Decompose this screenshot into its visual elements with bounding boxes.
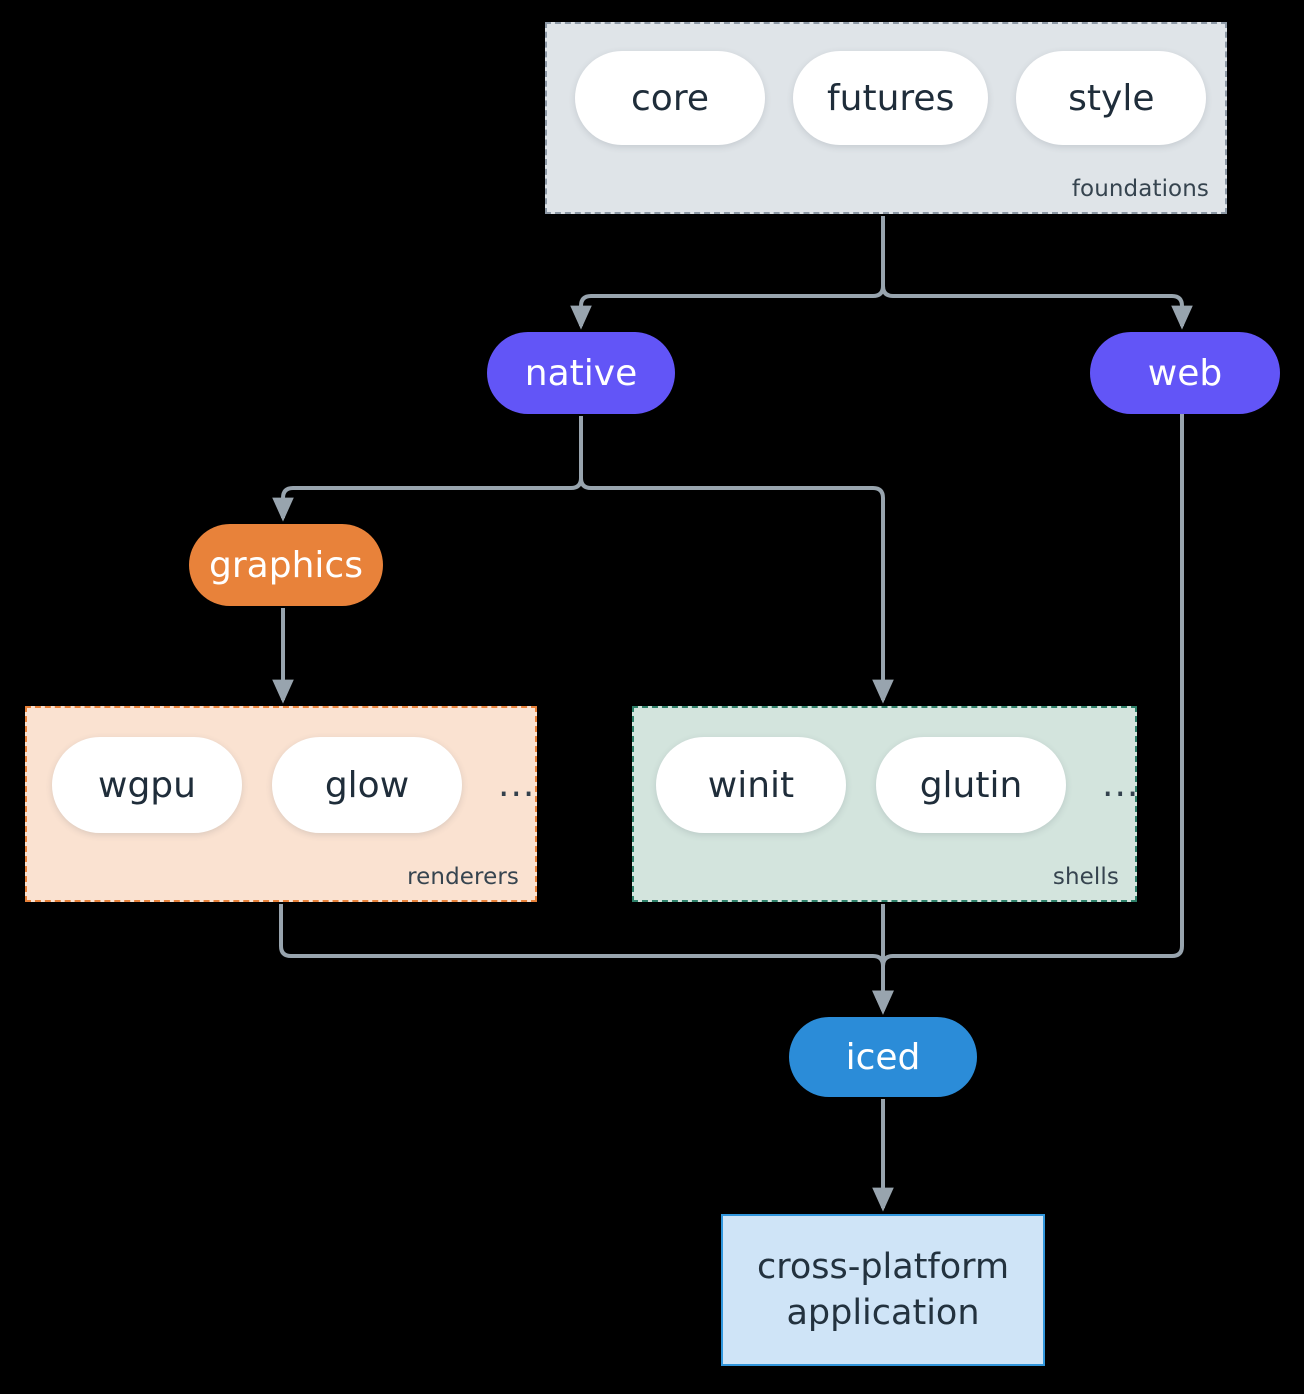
chip-label: wgpu: [98, 764, 196, 806]
group-renderers: wgpu glow ... renderers: [25, 706, 537, 902]
shells-chip-row: winit glutin ...: [656, 737, 1145, 833]
group-shells: winit glutin ... shells: [632, 706, 1138, 902]
group-label-renderers: renderers: [407, 864, 519, 890]
chip-label: core: [631, 77, 709, 119]
chip-glutin[interactable]: glutin: [876, 737, 1066, 833]
node-application[interactable]: cross-platform application: [721, 1214, 1045, 1366]
node-graphics[interactable]: graphics: [189, 524, 383, 606]
edge-native-graphics: [272, 416, 583, 522]
chip-style[interactable]: style: [1016, 51, 1207, 145]
group-label-shells: shells: [1052, 864, 1119, 890]
chip-wgpu[interactable]: wgpu: [52, 737, 242, 833]
renderers-chip-row: wgpu glow ...: [52, 737, 541, 833]
chip-label: winit: [707, 764, 795, 806]
edge-renderers-iced: [279, 904, 894, 1015]
chip-label: futures: [827, 77, 955, 119]
node-label: native: [524, 352, 638, 394]
chip-core[interactable]: core: [575, 51, 765, 145]
edge-foundations-web: [881, 285, 1193, 330]
renderers-ellipsis: ...: [498, 764, 536, 805]
application-label-line1: cross-platform: [756, 1246, 1010, 1287]
node-iced[interactable]: iced: [789, 1017, 977, 1097]
node-label: web: [1147, 352, 1223, 394]
edge-native-shells: [579, 477, 894, 704]
chip-futures[interactable]: futures: [793, 51, 989, 145]
chip-glow[interactable]: glow: [272, 737, 462, 833]
shells-ellipsis: ...: [1102, 764, 1140, 805]
node-native[interactable]: native: [487, 332, 675, 414]
node-label: iced: [845, 1036, 921, 1078]
group-label-foundations: foundations: [1071, 176, 1209, 202]
group-foundations: core futures style foundations: [545, 22, 1227, 214]
node-label: graphics: [209, 544, 363, 586]
chip-label: style: [1068, 77, 1155, 119]
chip-winit[interactable]: winit: [656, 737, 846, 833]
chip-label: glow: [324, 764, 410, 806]
edge-foundations-native: [570, 216, 885, 330]
foundations-chip-row: core futures style: [575, 51, 1207, 145]
chip-label: glutin: [919, 764, 1023, 806]
application-label-line2: application: [786, 1293, 980, 1333]
node-web[interactable]: web: [1090, 332, 1280, 414]
